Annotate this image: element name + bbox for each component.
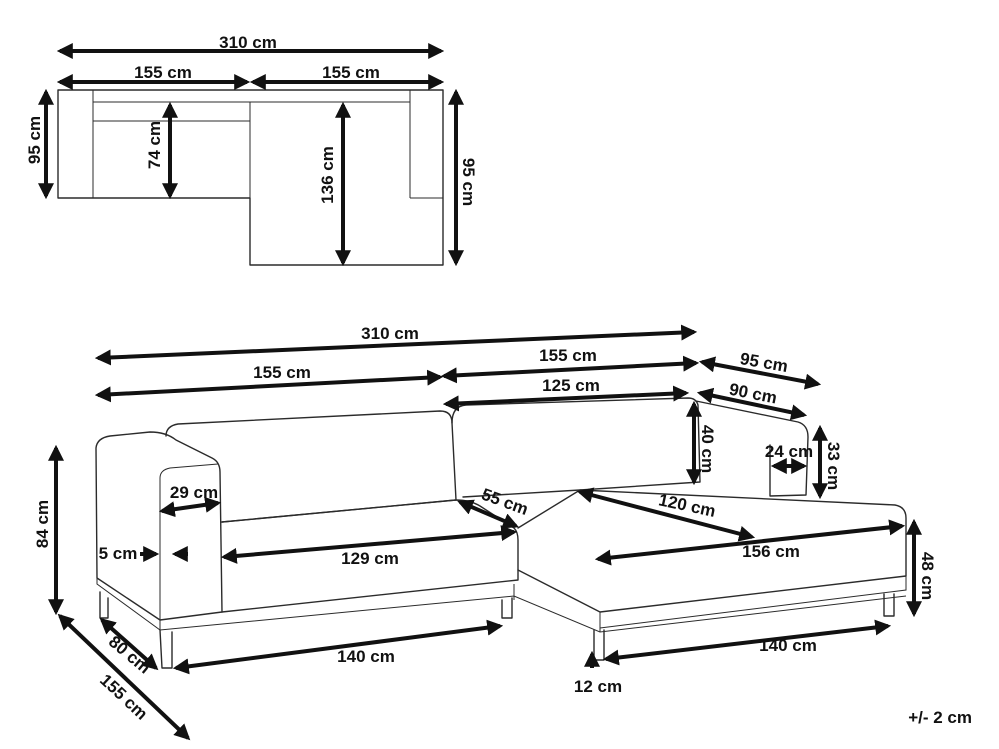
perspective-view: 310 cm 155 cm 155 cm 95 cm 125 cm 90 cm … (33, 324, 937, 741)
dim-persp-total-width (94, 324, 698, 366)
leg-chaise-front (593, 629, 605, 661)
label-top-depth-left: 95 cm (25, 116, 44, 164)
leg-front-left (159, 629, 173, 669)
dim-persp-seat-width (220, 525, 518, 564)
label-persp-right-inner: 125 cm (542, 376, 600, 395)
dim-persp-right-section (440, 355, 700, 384)
label-persp-arm-width: 29 cm (170, 483, 218, 502)
label-persp-depth: 80 cm (105, 632, 154, 678)
dim-persp-chaise-width (698, 356, 822, 390)
label-top-total-width: 310 cm (219, 33, 277, 52)
top-view-outline (57, 89, 444, 266)
dim-persp-corner-depth (457, 499, 519, 529)
dim-persp-left-section (94, 369, 444, 403)
label-persp-leg-height: 12 cm (574, 677, 622, 696)
label-persp-total-height: 84 cm (33, 500, 52, 548)
label-top-chaise-length: 136 cm (318, 146, 337, 204)
leg-back-left (99, 591, 109, 619)
label-persp-right-section: 155 cm (539, 346, 597, 365)
label-top-seat-depth: 74 cm (145, 121, 164, 169)
label-persp-seat-width: 129 cm (341, 549, 399, 568)
dim-persp-base-right (602, 619, 892, 666)
dim-persp-right-inner (442, 385, 690, 412)
dim-persp-side-length (57, 613, 191, 741)
chaise-seat-front (599, 576, 907, 632)
label-persp-left-section: 155 cm (253, 363, 311, 382)
leg-center (501, 597, 513, 619)
label-top-right-width: 155 cm (322, 63, 380, 82)
tolerance-note: +/- 2 cm (908, 708, 972, 727)
label-persp-seat-height: 48 cm (918, 552, 937, 600)
label-persp-back-height: 40 cm (698, 425, 717, 473)
label-persp-total-width: 310 cm (361, 324, 419, 343)
right-back-cushion (451, 397, 701, 498)
label-persp-chaise-arm-width: 24 cm (765, 442, 813, 461)
dim-persp-chaise-inner (696, 387, 808, 421)
dim-persp-chaise-length (594, 519, 906, 566)
label-persp-chaise-length: 156 cm (742, 542, 800, 561)
leg-chaise-back (883, 593, 895, 617)
label-persp-base-right: 140 cm (759, 636, 817, 655)
top-view: 310 cm 155 cm 155 cm 95 cm 74 cm 136 cm … (25, 33, 478, 267)
label-persp-arm-inset: 5 cm (99, 544, 138, 563)
label-persp-arm-height: 33 cm (824, 442, 843, 490)
label-top-left-width: 155 cm (134, 63, 192, 82)
dim-persp-base-left (172, 619, 504, 675)
chaise-arm (695, 400, 809, 497)
dim-persp-arm-width (158, 496, 222, 518)
left-arm (95, 431, 223, 621)
label-top-depth-right: 95 cm (459, 158, 478, 206)
label-persp-base-left: 140 cm (337, 647, 395, 666)
